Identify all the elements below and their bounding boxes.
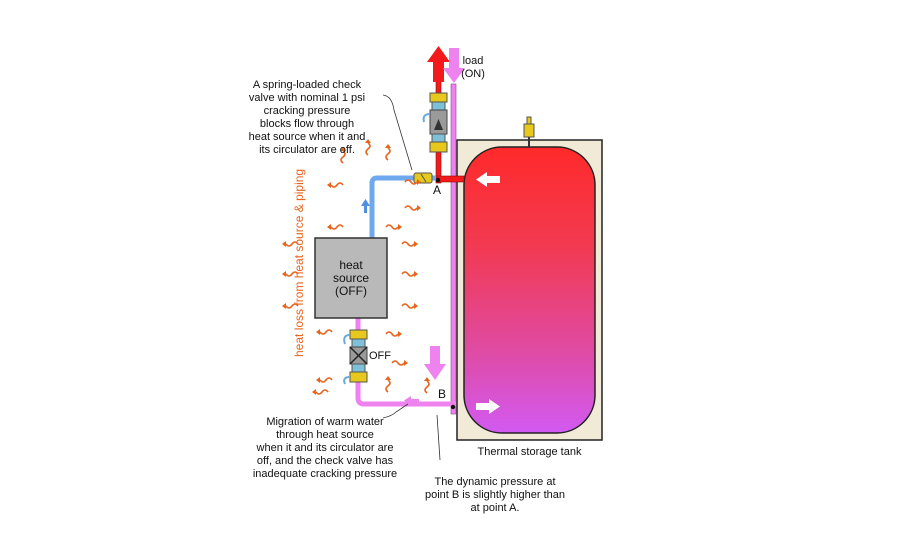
heat-loss-arrow-icon bbox=[385, 379, 391, 393]
small-up-arrow-icon bbox=[361, 199, 370, 213]
heat-loss-arrowhead-icon bbox=[327, 182, 331, 188]
check-valve-note: A spring-loaded check valve with nominal… bbox=[232, 79, 382, 157]
heat-source-label-line: (OFF) bbox=[335, 284, 367, 298]
check-valve-note-line: heat source when it and bbox=[248, 131, 366, 143]
pressure-note: The dynamic pressure at point B is sligh… bbox=[415, 476, 575, 515]
heat-source-label-line: heat bbox=[339, 258, 363, 272]
heat-source-label-line: source bbox=[332, 271, 370, 285]
heat-loss-arrow-icon bbox=[401, 303, 415, 309]
point-b-label: B bbox=[438, 387, 447, 401]
heat-loss-arrowhead-icon bbox=[316, 377, 320, 383]
heat-loss-arrowhead-icon bbox=[282, 241, 286, 247]
migration-note-line: when it and its circulator are bbox=[256, 442, 394, 454]
load-label: load (ON) bbox=[455, 55, 491, 81]
heat-loss-arrow-icon bbox=[404, 205, 418, 211]
point-b-marker bbox=[450, 404, 456, 410]
return-flow-down-arrow bbox=[443, 48, 465, 83]
heat-loss-arrowhead-icon bbox=[404, 360, 408, 366]
point-a-marker bbox=[435, 177, 441, 183]
heat-loss-arrowhead-icon bbox=[327, 224, 331, 230]
heat-loss-arrow-icon bbox=[385, 224, 399, 230]
pressure-note-line: at point A. bbox=[470, 502, 520, 514]
heat-loss-arrowhead-icon bbox=[365, 139, 371, 143]
heat-loss-arrowhead-icon bbox=[398, 331, 402, 337]
heat-source-return-pipe bbox=[355, 318, 456, 407]
thermal-storage-tank bbox=[456, 137, 603, 441]
leader-lines bbox=[382, 94, 441, 461]
heat-loss-arrow-icon bbox=[424, 380, 430, 394]
tank-inlet-arrow-icon bbox=[476, 399, 500, 414]
heat-loss-arrowhead-icon bbox=[316, 329, 320, 335]
migration-note-line: Migration of warm water bbox=[266, 416, 384, 428]
heat-loss-arrows bbox=[282, 139, 430, 395]
heat-loss-arrow-icon bbox=[285, 303, 299, 309]
heat-source-supply-pipe bbox=[369, 175, 436, 238]
pressure-note-line: point B is slightly higher than bbox=[424, 489, 566, 501]
heat-loss-arrowhead-icon bbox=[417, 179, 421, 185]
heat-loss-arrow-icon bbox=[401, 271, 415, 277]
heat-source-circulator-icon bbox=[343, 329, 368, 385]
heat-loss-arrow-icon bbox=[401, 241, 415, 247]
point-a-label: A bbox=[433, 183, 442, 197]
migration-note: Migration of warm water through heat sou… bbox=[220, 416, 430, 481]
heat-loss-arrowhead-icon bbox=[312, 389, 316, 395]
migration-note-line: off, and the check valve has bbox=[256, 455, 394, 467]
load-state-text: (ON) bbox=[461, 68, 485, 80]
migration-flow-down-arrow bbox=[424, 346, 446, 380]
heat-loss-arrow-icon bbox=[365, 142, 371, 156]
heat-loss-arrowhead-icon bbox=[417, 205, 421, 211]
heat-loss-arrowhead-icon bbox=[282, 303, 286, 309]
migration-note-line: inadequate cracking pressure bbox=[252, 468, 398, 480]
heat-loss-arrow-icon bbox=[391, 360, 405, 366]
check-valve-note-line: blocks flow through bbox=[259, 118, 355, 130]
heat-loss-arrow-icon bbox=[315, 389, 329, 395]
heat-loss-arrow-icon bbox=[385, 147, 391, 161]
heat-loss-arrowhead-icon bbox=[414, 241, 418, 247]
check-valve-note-line: its circulator are off. bbox=[259, 144, 355, 156]
check-valve-note-line: A spring-loaded check bbox=[252, 79, 362, 91]
heat-loss-arrow-icon bbox=[404, 179, 418, 185]
heat-loss-arrow-icon bbox=[285, 271, 299, 277]
heat-loss-arrow-icon bbox=[319, 377, 333, 383]
heat-loss-arrowhead-icon bbox=[414, 303, 418, 309]
tank-outlet-arrow-icon bbox=[476, 172, 500, 187]
check-valve-note-line: valve with nominal 1 psi bbox=[248, 92, 366, 104]
pressure-note-line: The dynamic pressure at bbox=[434, 476, 556, 488]
heat-loss-arrowhead-icon bbox=[414, 271, 418, 277]
migration-note-line: through heat source bbox=[276, 429, 374, 441]
heat-loss-arrowhead-icon bbox=[385, 144, 391, 148]
hot-flow-up-arrow bbox=[427, 46, 450, 82]
air-vent-icon bbox=[523, 116, 535, 138]
heat-loss-arrow-icon bbox=[319, 329, 333, 335]
load-return-pipe bbox=[450, 83, 457, 415]
check-valve-note-line: cracking pressure bbox=[263, 105, 351, 117]
check-valve-icon bbox=[413, 172, 433, 184]
heat-source-box bbox=[314, 237, 388, 319]
heat-loss-arrowhead-icon bbox=[385, 376, 391, 380]
heat-loss-arrowhead-icon bbox=[282, 271, 286, 277]
load-circulator-icon bbox=[422, 92, 448, 153]
heat-loss-arrowhead-icon bbox=[398, 224, 402, 230]
tank-caption: Thermal storage tank bbox=[477, 446, 582, 458]
heat-loss-arrow-icon bbox=[285, 241, 299, 247]
heat-loss-label: heat loss from heat source & piping bbox=[292, 168, 306, 357]
valve-off-label: OFF bbox=[369, 350, 391, 362]
small-left-arrow-icon bbox=[404, 396, 419, 405]
heat-loss-arrow-icon bbox=[330, 224, 344, 230]
load-label-text: load bbox=[462, 55, 484, 67]
heat-loss-arrow-icon bbox=[385, 331, 399, 337]
heat-loss-arrow-icon bbox=[330, 182, 344, 188]
heat-loss-arrowhead-icon bbox=[424, 377, 430, 381]
heat-source-label: heat source (OFF) bbox=[315, 259, 387, 298]
heat-loss-arrowhead-icon bbox=[340, 147, 346, 151]
heat-loss-arrow-icon bbox=[340, 150, 346, 164]
